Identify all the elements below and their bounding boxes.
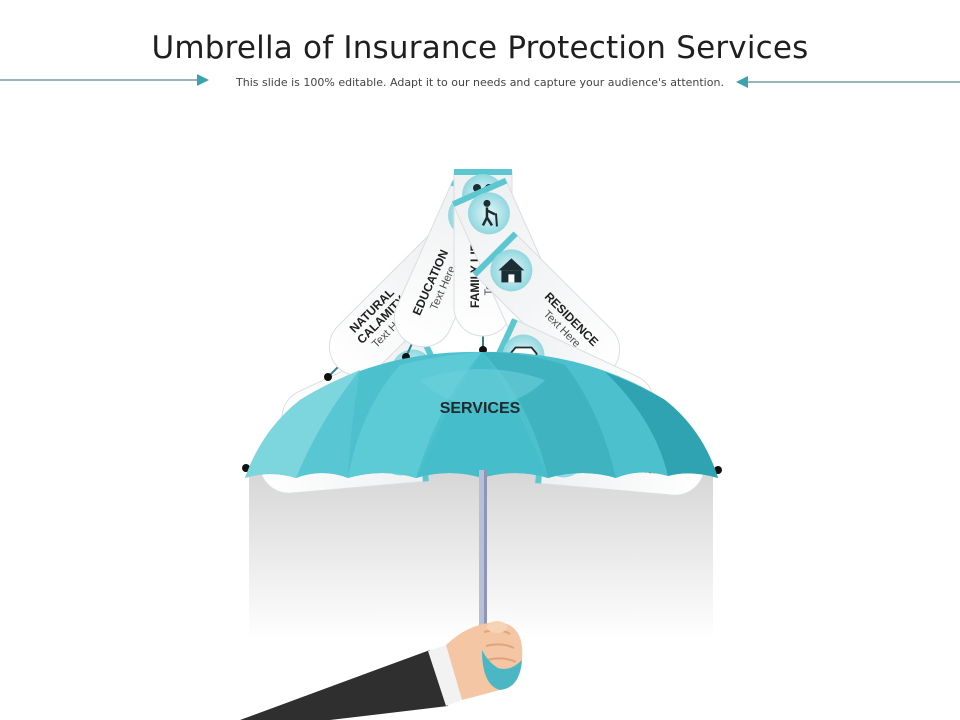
page-title: Umbrella of Insurance Protection Service… <box>151 30 809 66</box>
tag-pin <box>242 464 250 472</box>
page-subtitle: This slide is 100% editable. Adapt it to… <box>236 76 724 89</box>
center-label: SERVICES <box>440 400 521 417</box>
header-divider <box>0 74 960 88</box>
senior-person-icon <box>467 192 510 235</box>
tag-edge <box>472 231 518 277</box>
tag-edge <box>454 169 512 175</box>
umbrella-canopy <box>245 351 718 478</box>
tag-pin <box>324 373 332 381</box>
house-icon <box>490 249 533 292</box>
tag-edge <box>451 177 508 207</box>
umbrella-shaft <box>479 470 487 640</box>
hand-holding-umbrella <box>240 621 523 720</box>
